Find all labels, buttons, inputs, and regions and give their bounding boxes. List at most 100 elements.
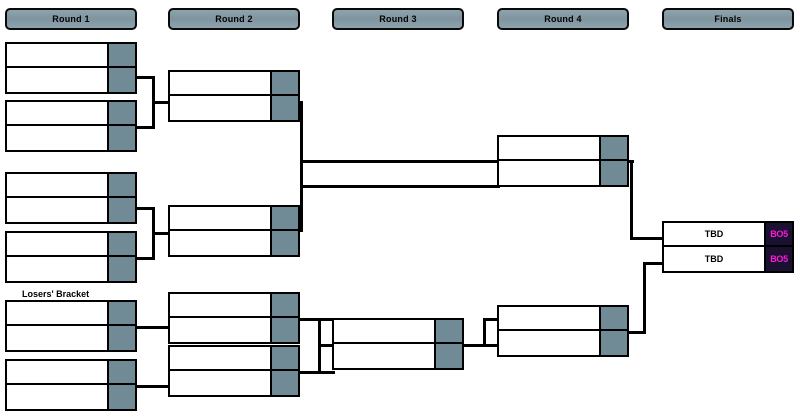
match-team-row[interactable] (7, 385, 135, 409)
match-team-row[interactable] (7, 198, 135, 222)
match-team-row[interactable] (499, 331, 627, 355)
match-team-row[interactable] (7, 233, 135, 257)
match-team-row[interactable] (170, 231, 298, 255)
team-name (7, 198, 107, 222)
team-score (107, 361, 135, 383)
connector-line (464, 344, 486, 347)
match-team-row[interactable] (7, 102, 135, 126)
connector-line (483, 344, 501, 347)
match-box[interactable] (497, 135, 629, 187)
connector-line (300, 185, 500, 188)
team-name (7, 361, 107, 383)
team-name (170, 318, 270, 342)
team-score (270, 72, 298, 94)
match-box[interactable] (168, 70, 300, 122)
match-team-row[interactable] (7, 68, 135, 92)
connector-line (300, 160, 303, 232)
team-name (170, 231, 270, 255)
connector-line (135, 326, 170, 329)
match-team-row[interactable] (7, 44, 135, 68)
match-box[interactable] (5, 231, 137, 283)
match-box[interactable] (5, 100, 137, 152)
connector-line (135, 207, 155, 210)
match-box[interactable] (5, 359, 137, 411)
match-team-row[interactable] (7, 126, 135, 150)
connector-line (300, 371, 335, 374)
team-score (107, 385, 135, 409)
team-score (107, 198, 135, 222)
team-name (499, 331, 599, 355)
team-name (170, 207, 270, 229)
connector-line (135, 385, 170, 388)
match-team-row[interactable] (170, 96, 298, 120)
match-team-row[interactable] (7, 326, 135, 350)
match-team-row[interactable] (170, 371, 298, 395)
round-header-finals[interactable]: Finals (662, 8, 794, 30)
match-team-row[interactable] (7, 302, 135, 326)
match-box[interactable] (168, 292, 300, 344)
match-team-row[interactable] (499, 307, 627, 331)
match-team-row[interactable] (170, 347, 298, 371)
team-score (270, 371, 298, 395)
match-team-row[interactable] (334, 344, 462, 368)
round-header-label: Finals (714, 13, 742, 24)
team-name (499, 307, 599, 329)
match-team-row[interactable] (7, 174, 135, 198)
round-header-label: Round 1 (52, 13, 90, 24)
series-format-badge: BO5 (764, 223, 792, 245)
match-team-row[interactable] (499, 137, 627, 161)
team-score (107, 126, 135, 150)
match-team-row[interactable] (170, 207, 298, 231)
match-box[interactable] (168, 205, 300, 257)
team-score (107, 302, 135, 324)
match-box[interactable] (497, 305, 629, 357)
match-box[interactable] (5, 172, 137, 224)
team-name (7, 44, 107, 66)
team-name: TBD (704, 254, 724, 264)
series-format-badge: BO5 (764, 247, 792, 271)
match-team-row[interactable] (7, 257, 135, 281)
match-team-row[interactable] (170, 318, 298, 342)
match-box[interactable] (5, 42, 137, 94)
match-box-finals[interactable]: TBD BO5 TBD BO5 (662, 221, 794, 273)
match-team-row[interactable] (170, 294, 298, 318)
team-score (270, 347, 298, 369)
team-score (270, 294, 298, 316)
round-header-round-4[interactable]: Round 4 (497, 8, 629, 30)
match-team-row[interactable]: TBD BO5 (664, 247, 792, 271)
connector-line (152, 101, 170, 104)
round-header-round-2[interactable]: Round 2 (168, 8, 300, 30)
round-header-round-1[interactable]: Round 1 (5, 8, 137, 30)
team-name (499, 161, 599, 185)
match-team-row[interactable]: TBD BO5 (664, 223, 792, 247)
team-score (599, 137, 627, 159)
team-score (270, 318, 298, 342)
team-score (434, 320, 462, 342)
match-box[interactable] (168, 345, 300, 397)
losers-bracket-label: Losers' Bracket (22, 289, 90, 299)
connector-line (643, 262, 646, 332)
match-box[interactable] (332, 318, 464, 370)
team-score (599, 161, 627, 185)
team-score (270, 96, 298, 120)
match-team-row[interactable] (499, 161, 627, 185)
team-score (107, 326, 135, 350)
team-score (107, 44, 135, 66)
match-team-row[interactable] (7, 361, 135, 385)
team-name (7, 174, 107, 196)
connector-line (300, 101, 303, 188)
match-team-row[interactable] (334, 320, 462, 344)
team-name (7, 68, 107, 92)
team-name (170, 347, 270, 369)
team-score (599, 331, 627, 355)
match-box[interactable] (5, 300, 137, 352)
team-score (107, 233, 135, 255)
team-score (107, 102, 135, 124)
round-header-round-3[interactable]: Round 3 (332, 8, 464, 30)
team-score (599, 307, 627, 329)
team-name (7, 126, 107, 150)
match-team-row[interactable] (170, 72, 298, 96)
team-name (499, 137, 599, 159)
connector-line (483, 318, 486, 346)
